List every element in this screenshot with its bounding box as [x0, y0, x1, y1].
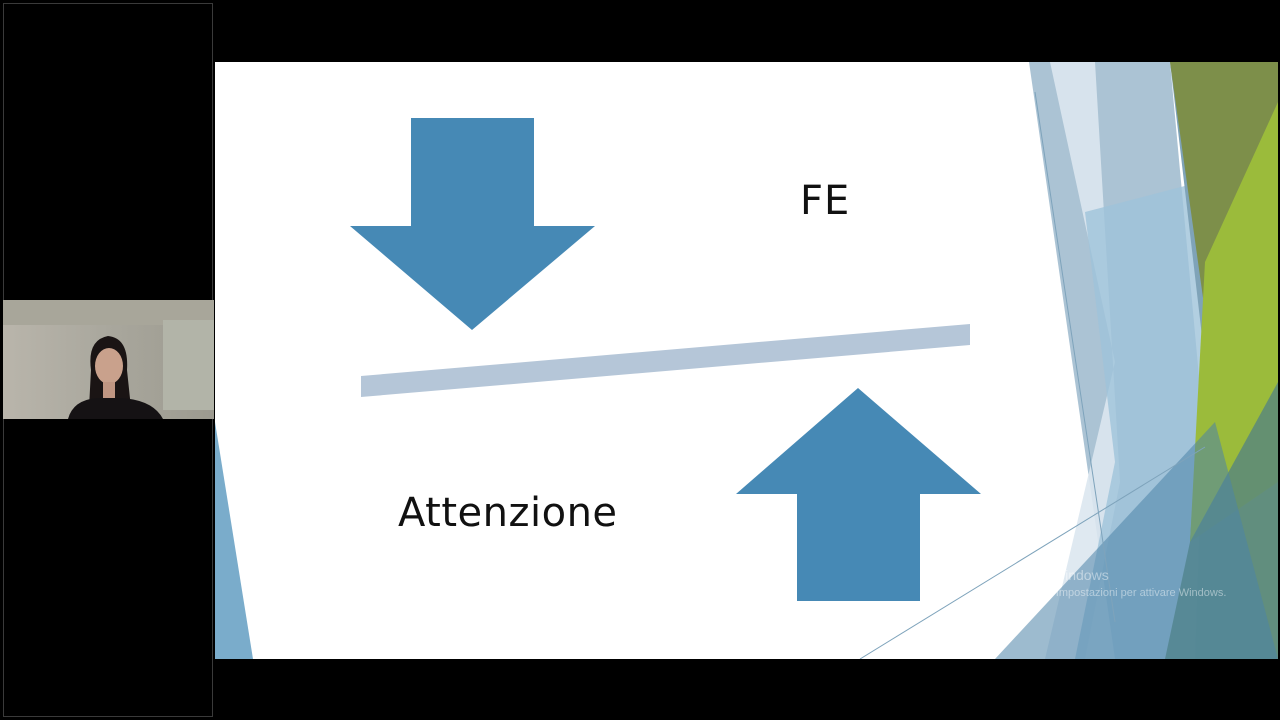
presenter-webcam [3, 300, 214, 419]
up-arrow-icon [736, 388, 981, 601]
slide-label-attenzione: Attenzione [398, 490, 618, 536]
presentation-slide: FE Attenzione Attiva Windows Passa a Imp… [215, 62, 1278, 659]
down-arrow-icon [350, 118, 595, 330]
right-decor-blue-triangle [995, 422, 1278, 659]
decor-line-1 [859, 446, 1206, 659]
windows-activation-watermark-title: Attiva Windows [1013, 567, 1109, 583]
decor-line-2 [1034, 91, 1116, 623]
slide-label-fe: FE [800, 178, 851, 224]
windows-activation-watermark-subtitle: Passa a Impostazioni per attivare Window… [1013, 587, 1227, 599]
balance-bar [361, 324, 970, 397]
left-decor-shape [215, 422, 253, 659]
